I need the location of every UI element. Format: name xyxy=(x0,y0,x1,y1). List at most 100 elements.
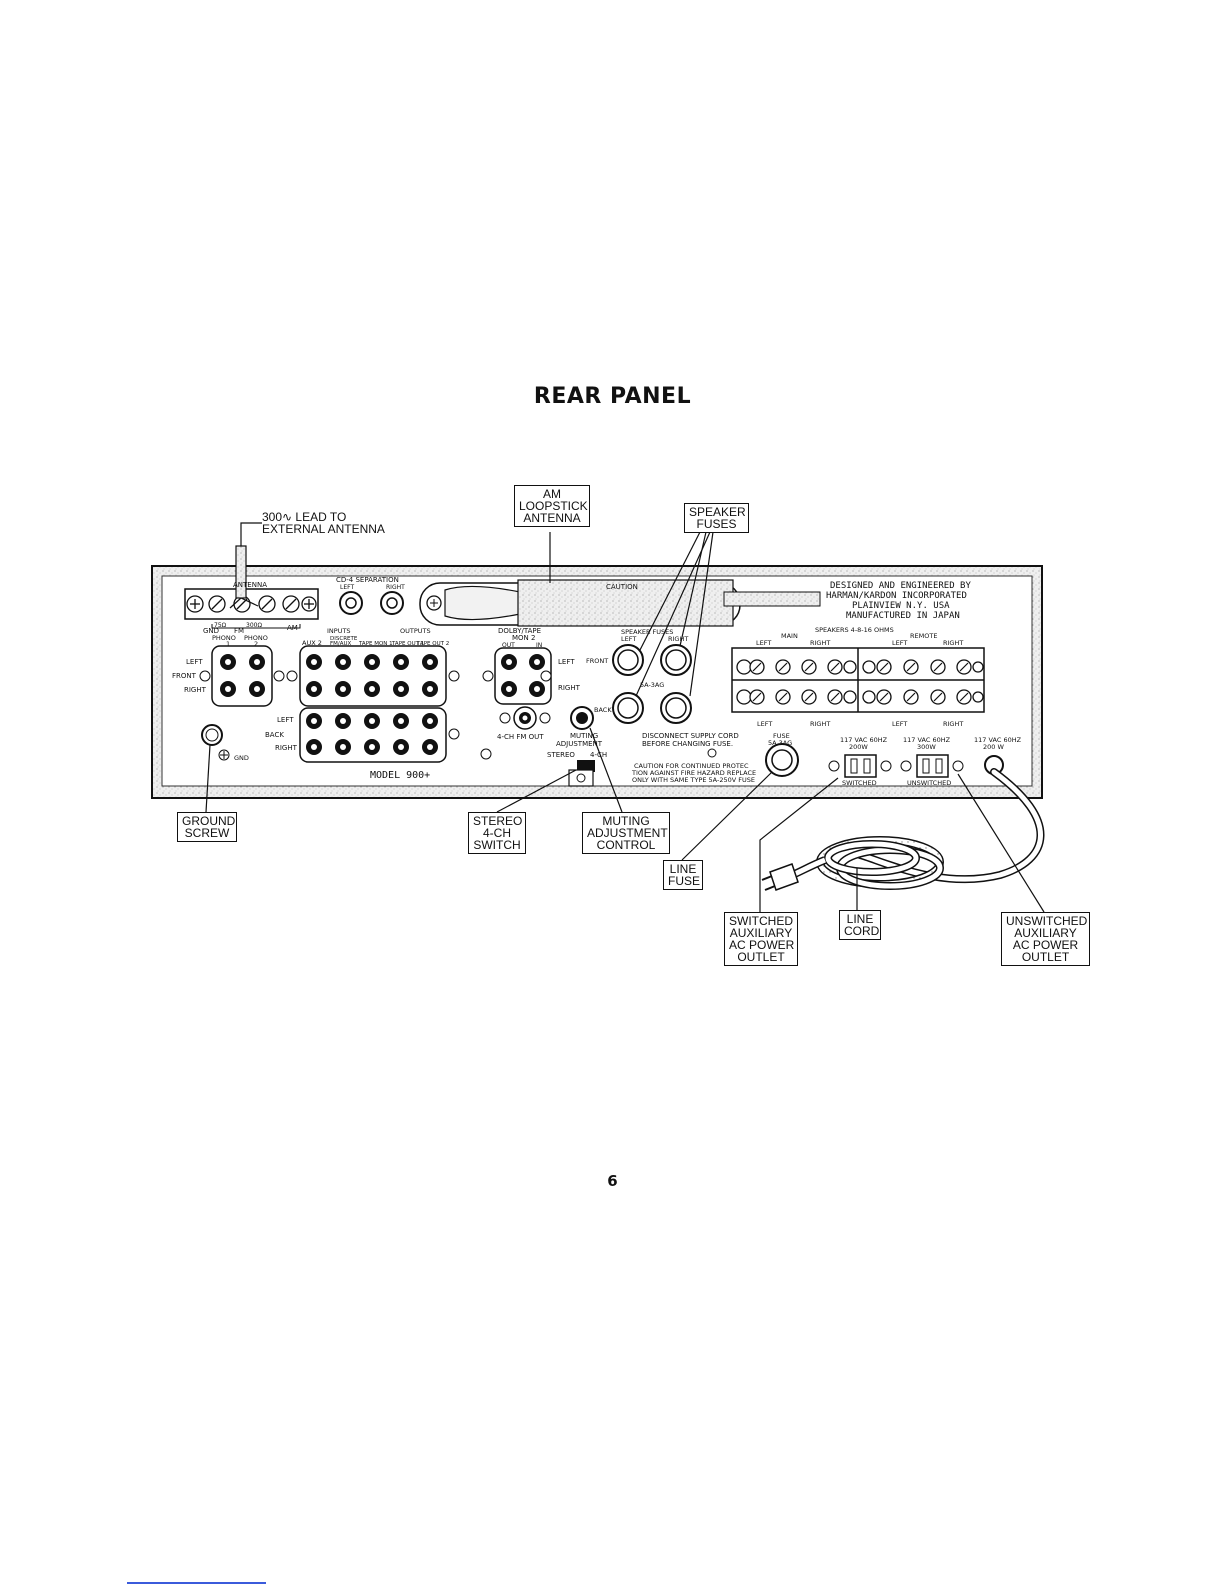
main-left-label: LEFT xyxy=(756,639,771,647)
caution-line-2: TION AGAINST FIRE HAZARD REPLACE xyxy=(631,769,756,777)
fuse-back-label: BACK xyxy=(594,706,612,714)
vac-1-label: 117 VAC 60HZ xyxy=(840,736,888,744)
switched-label: SWITCHED xyxy=(842,779,877,787)
back-left-label: LEFT xyxy=(277,716,294,724)
cd4-separation-controls xyxy=(339,591,404,615)
inputs-label: INPUTS xyxy=(327,627,351,635)
front-label: FRONT xyxy=(172,672,197,680)
am-loopstick-bar xyxy=(419,579,821,627)
switched-outlet-callout: SWITCHED AUXILIARY AC POWER OUTLET xyxy=(724,912,798,966)
line-cord xyxy=(761,768,1045,891)
phono-1-number: 1 xyxy=(226,640,230,648)
ac-outlets xyxy=(828,754,1004,778)
unswitched-outlet-callout: UNSWITCHED AUXILIARY AC POWER OUTLET xyxy=(1001,912,1090,966)
caution-top-label: CAUTION xyxy=(606,583,638,591)
speaker-terminals xyxy=(731,647,985,713)
ground-screw xyxy=(201,724,230,761)
dolby-tape-label: DOLBY/TAPE xyxy=(498,627,541,635)
fuse-label: FUSE xyxy=(773,732,790,740)
remote-back-right-label: RIGHT xyxy=(943,720,963,728)
antenna-terminal-strip xyxy=(184,545,319,629)
caution-line-3: ONLY WITH SAME TYPE 5A-250V FUSE xyxy=(632,776,755,784)
watts-3-label: 200 W xyxy=(983,743,1004,751)
out-label: OUT xyxy=(502,642,515,649)
vac-3-label: 117 VAC 60HZ xyxy=(974,736,1022,744)
designed-line-4: MANUFACTURED IN JAPAN xyxy=(846,611,960,621)
tape-out1-label: TAPE OUT 1 xyxy=(391,641,424,647)
stereo-4ch-switch xyxy=(568,760,595,787)
speaker-fuse-holders xyxy=(612,644,692,724)
fuse-5a-label: 5A 3AG xyxy=(768,739,792,747)
back-right-spk-label: RIGHT xyxy=(810,720,830,728)
lead-note-line-1: 300∿ LEAD TO xyxy=(262,510,347,524)
ohm300-label: 300Ω xyxy=(246,622,262,629)
phono-2-number: 2 xyxy=(254,640,258,648)
outputs-label: OUTPUTS xyxy=(400,627,431,635)
stereo-label: STEREO xyxy=(547,751,575,759)
tape-out2-label: TAPE OUT 2 xyxy=(416,641,449,647)
fuse-rating-label: 5A-3AG xyxy=(640,681,664,689)
disconnect-line-1: DISCONNECT SUPPLY CORD xyxy=(642,732,739,740)
lead-note-line-2: EXTERNAL ANTENNA xyxy=(262,522,385,536)
mon2-label: MON 2 xyxy=(512,634,535,642)
back-right-label: RIGHT xyxy=(275,744,298,752)
muting-adjustment-knob xyxy=(570,706,594,730)
panel-labels: ANTENNA 75Ω 300Ω GND FM AM CD-4 SEPARATI… xyxy=(172,576,1022,787)
am-label: AM xyxy=(287,624,298,632)
muting-label: MUTING xyxy=(570,732,598,740)
model-label: MODEL 900+ xyxy=(370,770,430,781)
watts-1-label: 200W xyxy=(849,743,868,751)
front-right-label: RIGHT xyxy=(184,686,207,694)
ground-screw-callout: GROUND SCREW xyxy=(177,812,237,842)
designed-line-3: PLAINVIEW N.Y. USA xyxy=(852,601,950,611)
leader-lines xyxy=(205,522,1045,913)
cd4-left-label: LEFT xyxy=(340,584,354,591)
dolby-left-label: LEFT xyxy=(558,658,575,666)
ohm75-label: 75Ω xyxy=(214,622,227,629)
phono-1-label: PHONO xyxy=(212,634,236,642)
muting-control-callout: MUTING ADJUSTMENT CONTROL xyxy=(582,812,670,854)
main-right-label: RIGHT xyxy=(810,639,830,647)
fuse-left-label: LEFT xyxy=(621,635,636,643)
speakers-ohms-label: SPEAKERS 4-8-16 OHMS xyxy=(815,626,894,634)
designed-line-2: HARMAN/KARDON INCORPORATED xyxy=(826,591,967,601)
line-fuse-callout: LINE FUSE xyxy=(663,860,703,890)
fuse-right-label: RIGHT xyxy=(668,635,688,643)
gnd-screw-label: GND xyxy=(234,754,249,762)
speaker-fuses-panel-label: SPEAKER FUSES xyxy=(621,628,673,636)
back-jack-panel xyxy=(299,707,492,763)
stereo-switch-callout: STEREO 4-CH SWITCH xyxy=(468,812,526,854)
disconnect-line-2: BEFORE CHANGING FUSE. xyxy=(642,740,733,748)
phono-2-label: PHONO xyxy=(244,634,268,642)
in-label: IN xyxy=(536,642,542,649)
footer-rule xyxy=(127,1582,266,1584)
fm-label: FM xyxy=(234,627,244,635)
back-label: BACK xyxy=(265,731,284,739)
am-loopstick-callout: AM LOOPSTICK ANTENNA xyxy=(514,485,590,527)
fm-aux-label: FM/AUX xyxy=(330,641,352,647)
adjustment-label: ADJUSTMENT xyxy=(556,740,603,748)
fuse-front-label: FRONT xyxy=(586,657,608,665)
phono-jack-panel xyxy=(199,645,285,707)
caution-line-1: CAUTION FOR CONTINUED PROTEC xyxy=(634,762,749,770)
line-fuse-holder xyxy=(707,743,799,777)
antenna-label: ANTENNA xyxy=(233,581,267,589)
remote-back-left-label: LEFT xyxy=(892,720,907,728)
vac-2-label: 117 VAC 60HZ xyxy=(903,736,951,744)
fm-out-jack xyxy=(499,706,551,730)
watts-2-label: 300W xyxy=(917,743,936,751)
back-left-spk-label: LEFT xyxy=(757,720,772,728)
cd4-right-label: RIGHT xyxy=(386,584,405,591)
gnd-label: GND xyxy=(203,627,219,635)
remote-right-label: RIGHT xyxy=(943,639,963,647)
page-title: REAR PANEL xyxy=(533,384,692,409)
unswitched-label: UNSWITCHED xyxy=(907,779,951,787)
front-left-label: LEFT xyxy=(186,658,203,666)
remote-left-label: LEFT xyxy=(892,639,907,647)
main-label: MAIN xyxy=(781,632,798,640)
dolby-tape-jack-panel xyxy=(482,647,552,705)
aux2-label: AUX 2 xyxy=(302,639,322,647)
dolby-right-label: RIGHT xyxy=(558,684,581,692)
discrete-label: DISCRETE xyxy=(330,636,358,642)
